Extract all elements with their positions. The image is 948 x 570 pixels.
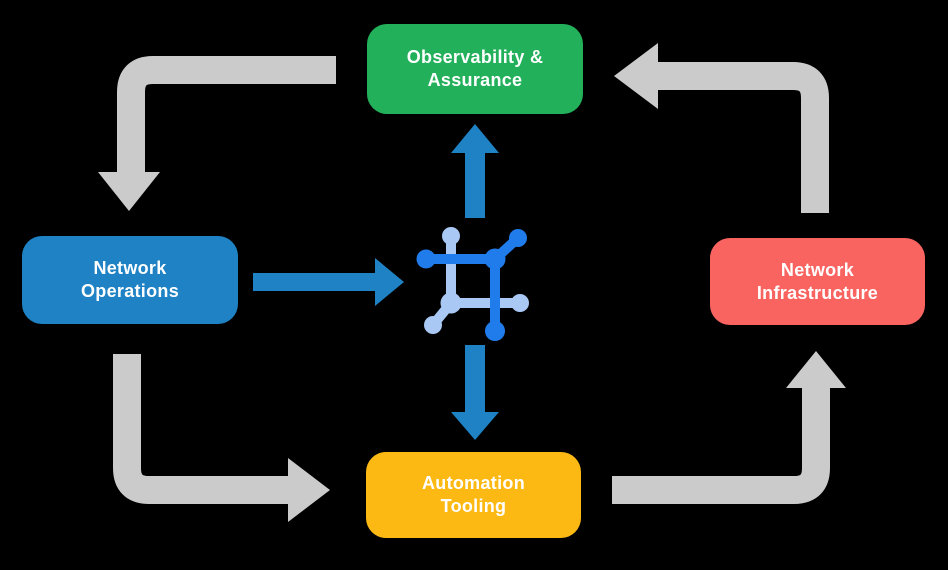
node-automation-tooling: Automation Tooling [366,452,581,538]
node-observability-assurance: Observability & Assurance [367,24,583,114]
arrow-center-to-observability [451,124,499,218]
arrow-operations-to-center [253,258,404,306]
node-network-infrastructure-label: Network Infrastructure [756,259,879,303]
node-network-operations: Network Operations [22,236,238,324]
node-automation-tooling-label: Automation Tooling [422,473,525,516]
arrow-operations-to-automation [113,354,330,522]
node-network-operations-label: Network Operations [80,258,180,301]
arrow-observability-to-operations [98,56,336,211]
arrow-infrastructure-to-observability [614,43,829,213]
node-observability-assurance-label: Observability & Assurance [406,47,544,90]
arrow-automation-to-infrastructure [612,351,846,504]
arrow-center-to-automation [451,345,499,440]
node-network-infrastructure: Network Infrastructure [710,238,925,325]
network-topology-icon [416,227,529,341]
